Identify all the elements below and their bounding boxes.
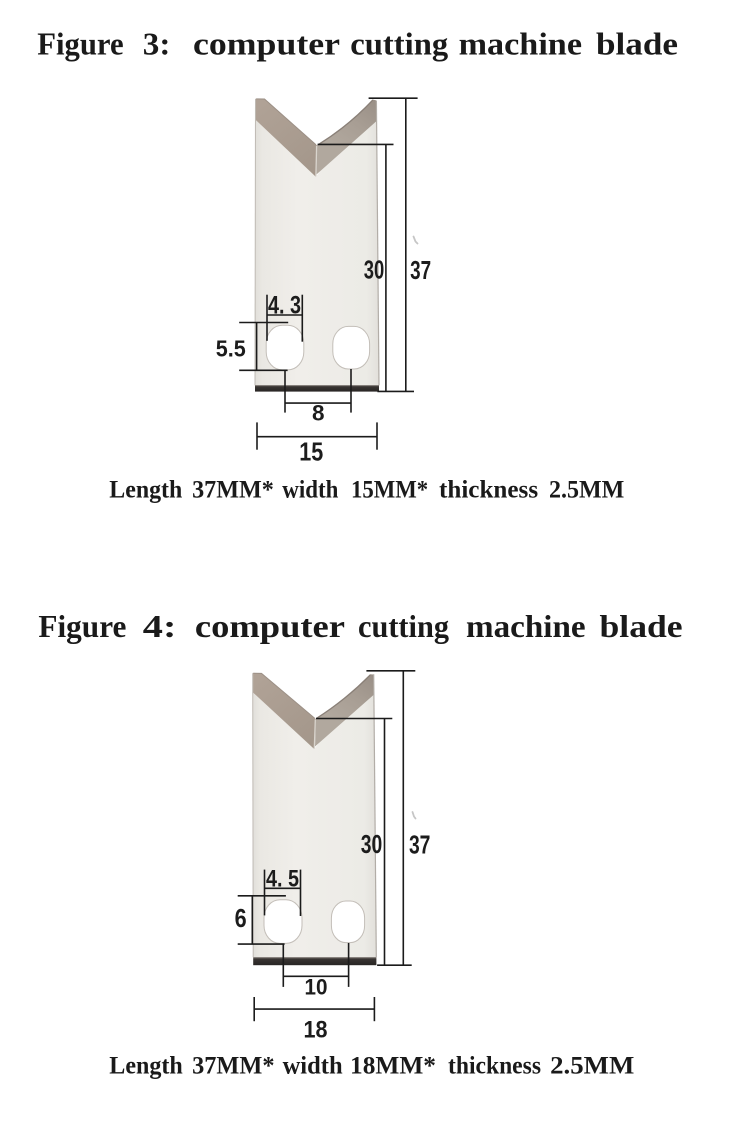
svg-text:thickness: thickness: [448, 1053, 541, 1080]
svg-text:5.5: 5.5: [216, 336, 246, 362]
svg-text:width: width: [283, 1053, 343, 1080]
svg-text:30: 30: [361, 831, 383, 859]
svg-text:30: 30: [364, 257, 385, 285]
svg-text:18: 18: [304, 1016, 328, 1043]
svg-text:3:: 3:: [143, 26, 171, 61]
svg-text:Length: Length: [109, 476, 182, 503]
svg-text:Figure: Figure: [37, 26, 123, 61]
svg-text:2.5MM: 2.5MM: [549, 476, 624, 503]
svg-text:6: 6: [235, 903, 247, 933]
svg-text:machine: machine: [466, 609, 586, 644]
svg-text:37: 37: [410, 257, 431, 285]
svg-text:Figure: Figure: [38, 609, 126, 644]
svg-text:blade: blade: [600, 609, 683, 644]
svg-text:15MM*: 15MM*: [351, 476, 428, 503]
svg-text:18MM*: 18MM*: [350, 1053, 436, 1080]
svg-text:Length: Length: [109, 1053, 183, 1080]
svg-text:computer: computer: [195, 609, 345, 644]
svg-text:cutting: cutting: [358, 609, 449, 644]
svg-text:37: 37: [409, 832, 431, 860]
svg-text:10: 10: [305, 974, 328, 999]
svg-text:37MM*: 37MM*: [192, 1053, 274, 1080]
svg-text:cutting: cutting: [350, 26, 448, 61]
svg-text:computer: computer: [193, 26, 340, 61]
svg-text:blade: blade: [596, 26, 678, 61]
svg-text:4. 5: 4. 5: [266, 866, 299, 893]
svg-text:machine: machine: [459, 26, 582, 61]
svg-text:width: width: [282, 476, 338, 503]
svg-text:2.5MM: 2.5MM: [550, 1053, 634, 1080]
svg-text:15: 15: [299, 437, 323, 467]
svg-text:4. 3: 4. 3: [268, 292, 301, 320]
svg-text:37MM*: 37MM*: [192, 476, 274, 503]
svg-text:4:: 4:: [143, 609, 177, 644]
svg-text:8: 8: [312, 401, 325, 426]
svg-text:thickness: thickness: [439, 476, 538, 503]
